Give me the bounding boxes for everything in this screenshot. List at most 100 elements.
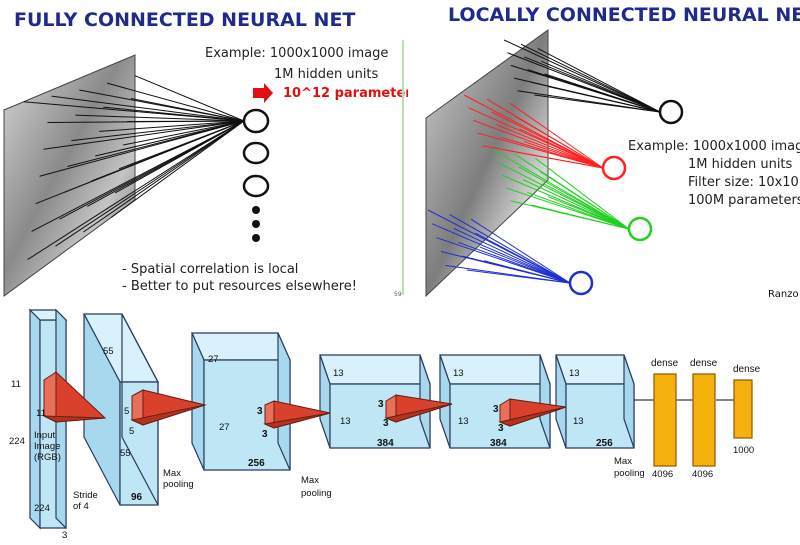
connection-line	[95, 120, 245, 157]
connection-line	[110, 120, 245, 218]
conv3-depth: 384	[377, 438, 394, 449]
lc-hidden-unit-green	[627, 216, 653, 242]
input-kernel-size-1: 11	[11, 379, 21, 390]
connection-line	[506, 187, 630, 230]
panel-divider	[409, 0, 414, 300]
connection-line	[500, 136, 604, 169]
fc-page-number: 59	[394, 291, 402, 298]
fc-ellipsis-dot	[252, 220, 260, 228]
conv5-height: 13	[573, 416, 584, 427]
connection-line	[527, 191, 630, 230]
conv5-size: 13	[569, 368, 580, 379]
fc-hidden-unit	[242, 141, 270, 165]
connection-line	[503, 39, 661, 113]
conv1-kernel	[130, 389, 207, 426]
connection-line	[43, 120, 245, 150]
connection-line	[534, 94, 661, 113]
conv3-kernel-size-2: 3	[383, 418, 389, 429]
conv4-kernel-size-2: 3	[498, 423, 504, 434]
dense-layer-1	[653, 373, 677, 467]
locally-connected-panel: LOCALLY CONNECTED NEURAL NET Example: 10…	[414, 0, 800, 300]
connection-line	[473, 119, 604, 169]
dense2-units: 4096	[692, 469, 713, 480]
connection-line	[537, 48, 661, 113]
input-kernel	[43, 370, 107, 423]
dense1-label: dense	[651, 358, 679, 369]
connection-line	[496, 124, 604, 169]
lc-example-line2: 1M hidden units	[688, 157, 793, 172]
lc-hidden-unit-black	[658, 99, 684, 125]
connection-line	[518, 166, 630, 230]
connection-line	[509, 103, 604, 169]
dense3-label: dense	[733, 364, 761, 375]
connection-line	[505, 149, 604, 169]
connection-line	[83, 120, 245, 233]
stride-label-2: of 4	[73, 501, 89, 512]
connection-line	[127, 120, 245, 123]
conv2-kernel	[263, 400, 331, 429]
fully-connected-diagram: FULLY CONNECTED NEURAL NET Example: 1000…	[3, 9, 408, 298]
lc-hidden-unit-blue	[568, 270, 594, 296]
arrow-right-icon	[253, 83, 273, 103]
dense1-units: 4096	[652, 469, 673, 480]
conv2-height: 27	[219, 422, 230, 433]
connection-line	[436, 237, 571, 284]
conv3-height: 13	[340, 416, 351, 427]
conv5-volume	[555, 354, 635, 449]
connection-line	[453, 228, 571, 284]
connection-line	[118, 120, 245, 170]
lc-hidden-unit-red	[601, 155, 627, 181]
connection-line	[475, 232, 571, 284]
conv3-kernel-size-1: 3	[378, 399, 384, 410]
lc-credit: Ranzo	[768, 289, 799, 300]
conv4-depth: 384	[490, 438, 507, 449]
connection-line	[491, 111, 604, 169]
connection-line	[134, 75, 245, 122]
dense-layer-3	[733, 379, 753, 439]
connection-line	[547, 196, 630, 230]
dense-layer-2	[692, 373, 716, 467]
lc-example-line4: 100M parameters	[688, 193, 800, 208]
pool2-label-2: pooling	[301, 488, 332, 499]
connection-line	[547, 86, 661, 113]
connection-line	[543, 183, 630, 230]
conv1-depth: 96	[131, 492, 143, 503]
input-depth: 3	[62, 530, 67, 541]
connection-line	[449, 214, 571, 284]
input-width: 224	[34, 503, 50, 514]
connection-line	[531, 204, 630, 230]
lc-connections	[427, 39, 661, 284]
connection-line	[539, 170, 630, 230]
connection-line	[535, 158, 630, 230]
pool2-label-1: Max	[301, 475, 319, 486]
conv4-kernel	[498, 398, 567, 427]
connection-line	[466, 269, 571, 284]
pool1-label-1: Max	[163, 468, 181, 479]
slide-edge	[402, 40, 404, 295]
connection-line	[103, 106, 245, 122]
connection-line	[67, 120, 245, 167]
conv4-size: 13	[453, 368, 464, 379]
conv1-size: 55	[103, 346, 114, 357]
cnn-architecture-panel: 11 11 Input Image (RGB) 224 224 3 Stride…	[0, 300, 800, 545]
connection-line	[522, 179, 630, 230]
connection-line	[27, 120, 245, 260]
input-kernel-size-2: 11	[36, 408, 46, 419]
connection-line	[520, 43, 661, 113]
conv2-kernel-size-2: 3	[262, 429, 268, 440]
connection-line	[523, 141, 604, 169]
fully-connected-panel: FULLY CONNECTED NEURAL NET Example: 1000…	[0, 0, 408, 300]
fc-bullet-1: - Spatial correlation is local	[122, 262, 298, 277]
connection-line	[541, 60, 661, 113]
fc-params-text: 10^12 parameters!!!	[283, 86, 408, 101]
cnn-architecture-diagram: 11 11 Input Image (RGB) 224 224 3 Stride…	[9, 308, 761, 541]
connection-line	[514, 115, 604, 169]
connection-line	[107, 82, 245, 122]
input-label-2: Image	[34, 441, 60, 452]
connection-line	[479, 246, 571, 284]
input-height: 224	[9, 436, 25, 447]
conv1-kernel-size-1: 5	[124, 406, 129, 417]
connection-line	[130, 97, 245, 122]
fc-connections	[23, 75, 245, 260]
conv4-kernel-size-1: 3	[493, 404, 499, 415]
